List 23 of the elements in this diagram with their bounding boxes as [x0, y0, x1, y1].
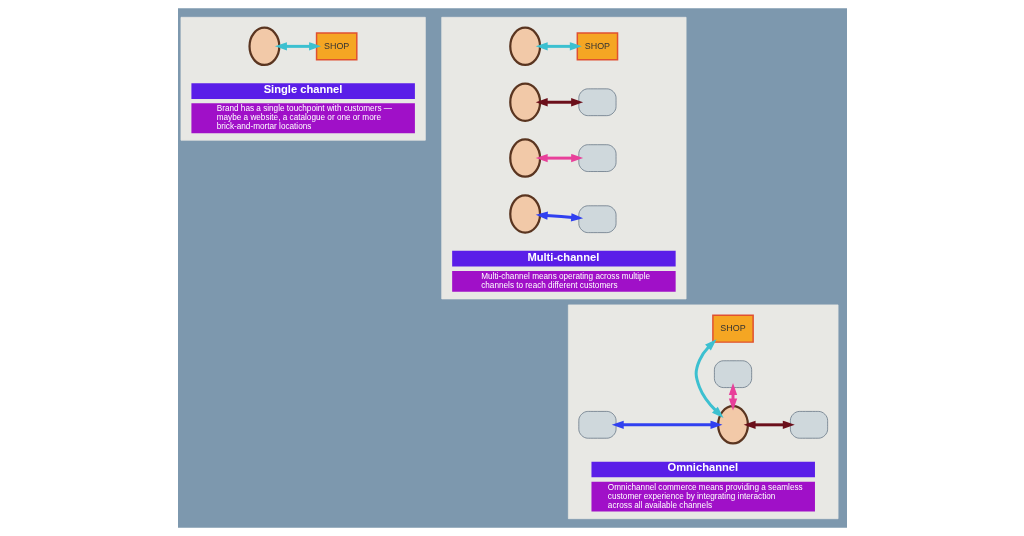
arrow — [535, 42, 582, 51]
node-box — [577, 144, 616, 172]
arrow — [743, 420, 795, 429]
node-box — [577, 411, 616, 439]
node-person — [508, 138, 541, 178]
node-box — [577, 88, 616, 117]
node-person — [716, 405, 749, 445]
node-box: SHOP — [711, 314, 754, 343]
node-person — [508, 194, 541, 234]
arrow — [611, 420, 722, 429]
node-person — [247, 26, 280, 67]
node-person — [508, 82, 541, 122]
arrow — [535, 153, 583, 163]
arrow — [535, 211, 583, 222]
node-box: SHOP — [315, 32, 358, 61]
node-box — [577, 205, 616, 233]
node-person — [508, 26, 541, 67]
node-box — [789, 411, 828, 439]
node-box — [713, 360, 752, 388]
arrow — [694, 339, 724, 418]
node-box: SHOP — [576, 32, 618, 61]
arrow — [274, 42, 321, 51]
arrow — [535, 98, 583, 107]
